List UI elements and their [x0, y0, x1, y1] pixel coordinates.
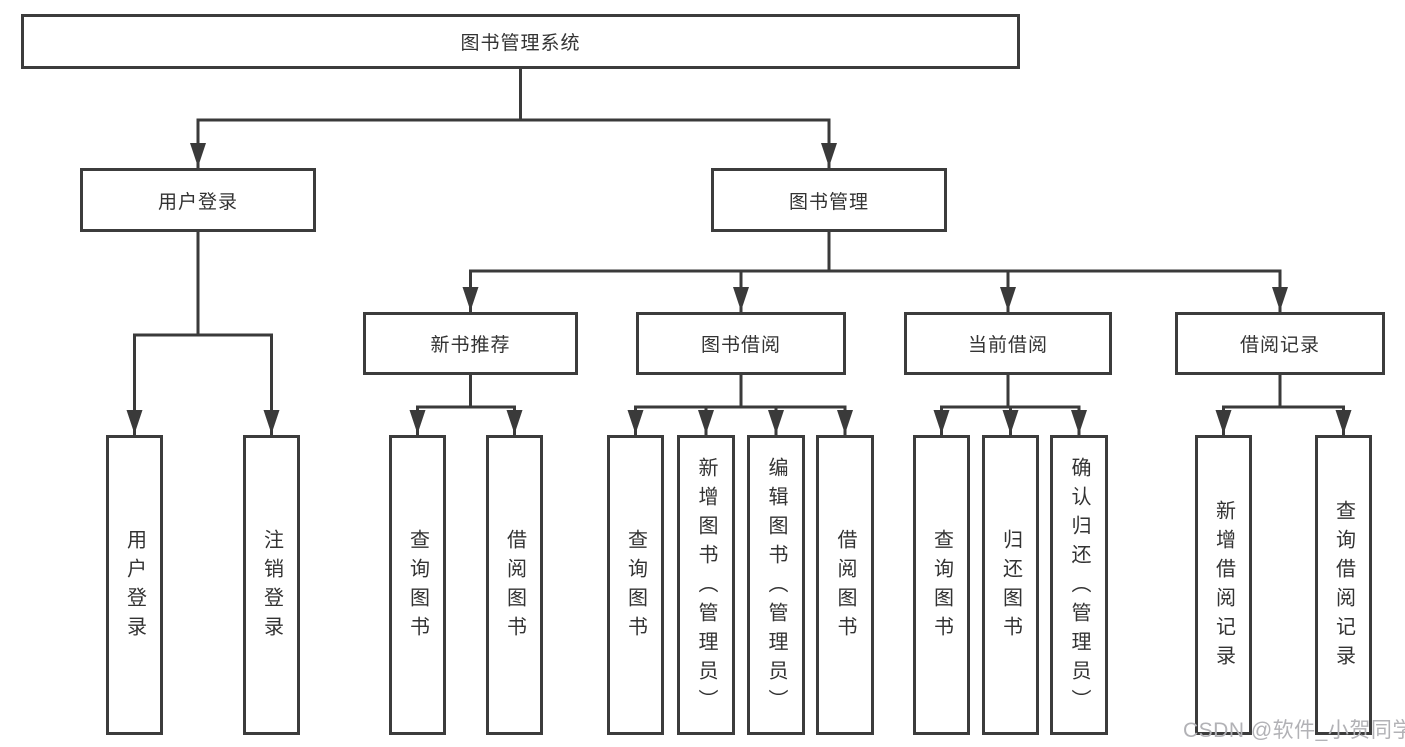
leaf-query-books: 查询图书: [913, 435, 970, 735]
node-book-borrowing: 图书借阅: [636, 312, 846, 375]
leaf-add-borrow-record: 新增借阅记录: [1195, 435, 1252, 735]
leaf-borrow-books: 借阅图书: [486, 435, 543, 735]
connector-current-borrowing-trunk: [940, 373, 1081, 409]
connector-book-management-trunk: [469, 230, 1282, 273]
leaf-logout: 注销登录: [243, 435, 300, 735]
node-book-management: 图书管理: [711, 168, 947, 232]
leaf-edit-books-admin: 编辑图书（管理员）: [747, 435, 805, 735]
connector-root-trunk: [196, 67, 831, 122]
leaf-borrow-books: 借阅图书: [816, 435, 874, 735]
node-user-login: 用户登录: [80, 168, 316, 232]
csdn-watermark: CSDN @软件_小贺同学: [1183, 719, 1405, 742]
connector-new-book-trunk: [416, 373, 516, 409]
node-borrowing-records: 借阅记录: [1175, 312, 1385, 375]
connector-user-login-trunk: [133, 230, 273, 337]
leaf-query-borrow-record: 查询借阅记录: [1315, 435, 1372, 735]
leaf-user-login: 用户登录: [106, 435, 163, 735]
leaf-query-books: 查询图书: [607, 435, 664, 735]
node-new-book-recommendation: 新书推荐: [363, 312, 578, 375]
leaf-add-books-admin: 新增图书（管理员）: [677, 435, 735, 735]
leaf-return-books: 归还图书: [982, 435, 1039, 735]
node-current-borrowing: 当前借阅: [904, 312, 1112, 375]
connector-borrowing-records-trunk: [1222, 373, 1345, 409]
node-library-management-system: 图书管理系统: [21, 14, 1020, 69]
connector-book-borrowing-trunk: [634, 373, 847, 409]
leaf-confirm-return-admin: 确认归还（管理员）: [1050, 435, 1108, 735]
leaf-query-books: 查询图书: [389, 435, 446, 735]
